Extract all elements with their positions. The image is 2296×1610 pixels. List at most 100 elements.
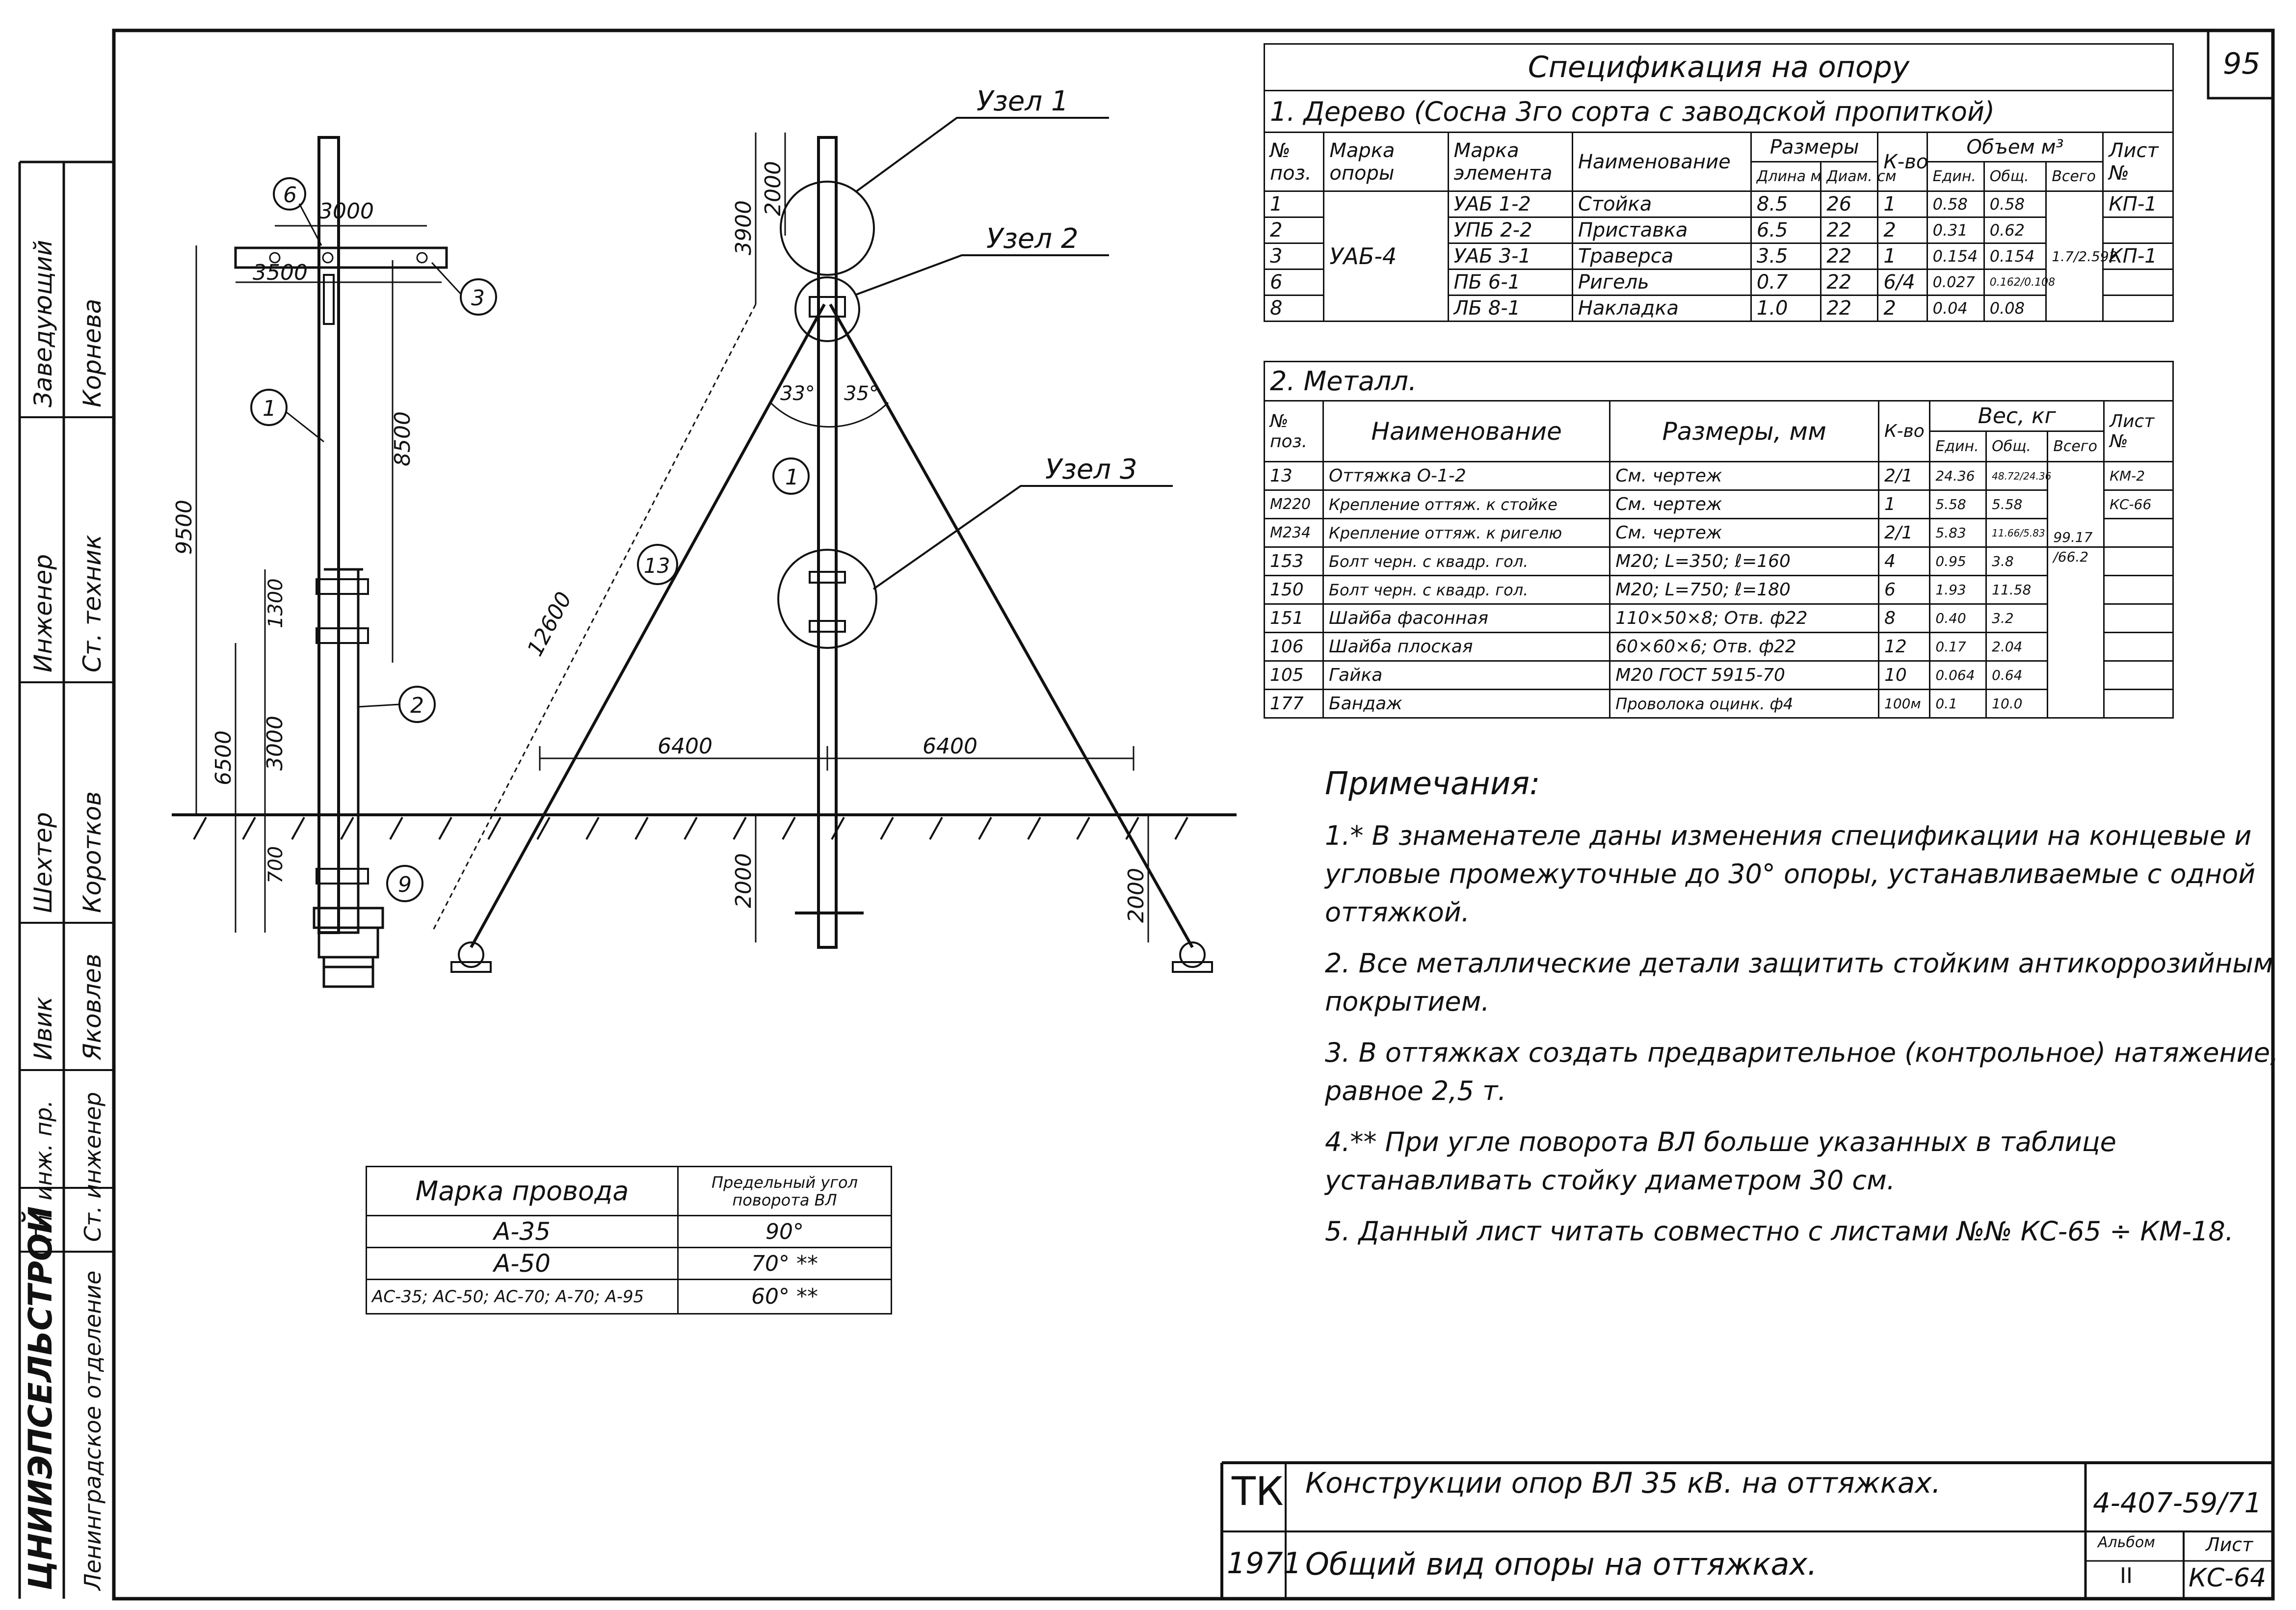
metal-r3-pos: 153 bbox=[1264, 546, 1324, 576]
wood-r4-unit: 0.04 bbox=[1926, 295, 1985, 322]
wood-r3-unit: 0.027 bbox=[1926, 268, 1985, 296]
wood-h-sizes: Размеры bbox=[1750, 132, 1879, 162]
stamp-name-shekhter: Шехтер bbox=[29, 812, 57, 913]
callout-pos-9: 9 bbox=[398, 872, 412, 897]
wood-r1-length: 6.5 bbox=[1750, 216, 1822, 244]
callout-front-pos-13: 13 bbox=[644, 554, 670, 578]
tb-tk: ТК bbox=[1232, 1469, 1284, 1514]
wood-r2-diam: 22 bbox=[1820, 242, 1879, 270]
dim-3000-top: 3000 bbox=[319, 199, 374, 224]
wood-r3-total: 0.162/0.108 bbox=[1983, 268, 2055, 296]
wood-r3-pos: 6 bbox=[1263, 268, 1325, 296]
spec-table: Спецификация на опору 1. Дерево (Сосна 3… bbox=[1263, 43, 2174, 322]
angle-left: 33° bbox=[780, 382, 815, 405]
metal-r4-unit: 1.93 bbox=[1929, 575, 1987, 605]
metal-r7-unit: 0.064 bbox=[1929, 660, 1987, 690]
metal-r6-unit: 0.17 bbox=[1929, 632, 1987, 662]
table-row: 2 УПБ 2-2 Приставка 6.5 22 2 0.31 0.62 bbox=[1263, 216, 2174, 244]
metal-r8-sizes: Проволока оцинк. ф4 bbox=[1609, 689, 1880, 719]
sheet-number-box bbox=[2207, 30, 2273, 100]
wood-r1-qty: 2 bbox=[1877, 216, 1928, 244]
metal-r5-name: Шайба фасонная bbox=[1322, 603, 1611, 633]
front-view: Узел 1 Узел 2 Узел 3 33° 35° 3900 2000 1… bbox=[431, 85, 1213, 973]
notes-block: Примечания: 1.* В знаменателе даны измен… bbox=[1325, 766, 2282, 1263]
stamp-name-korneva: Корнева bbox=[78, 299, 106, 407]
wood-h-element: Марка элемента bbox=[1447, 132, 1573, 192]
metal-r5-qty: 8 bbox=[1878, 603, 1931, 633]
wood-r4-pos: 8 bbox=[1263, 295, 1325, 322]
dim-3500: 3500 bbox=[253, 260, 308, 285]
table-row: 151 Шайба фасонная 110×50×8; Отв. ф22 8 … bbox=[1264, 603, 2174, 633]
wood-r1-unit: 0.31 bbox=[1926, 216, 1985, 244]
metal-r5-pos: 151 bbox=[1264, 603, 1324, 633]
stamp-name-korotkov: Коротков bbox=[78, 791, 106, 913]
callout-front-pos-1: 1 bbox=[785, 465, 799, 490]
wood-r4-element: ЛБ 8-1 bbox=[1447, 295, 1573, 322]
note-4: 4.** При угле поворота ВЛ больше указанн… bbox=[1325, 1127, 2116, 1196]
metal-r7-total: 0.64 bbox=[1985, 660, 2049, 690]
wood-r1-total: 0.62 bbox=[1983, 216, 2047, 244]
dim-1300: 1300 bbox=[264, 578, 287, 628]
dim-2000-right: 2000 bbox=[1124, 868, 1149, 923]
metal-r1-qty: 1 bbox=[1878, 489, 1931, 519]
dim-12600: 12600 bbox=[523, 588, 577, 661]
metal-r1-pos: М220 bbox=[1264, 489, 1324, 519]
wood-brand: УАБ-4 bbox=[1323, 190, 1449, 322]
metal-r4-qty: 6 bbox=[1878, 575, 1931, 605]
wire-r1-angle: 70° ** bbox=[677, 1247, 892, 1280]
node-3-label: Узел 3 bbox=[1045, 454, 1137, 485]
wood-r3-diam: 22 bbox=[1820, 268, 1879, 296]
tb-sheet-label: Лист bbox=[2206, 1534, 2253, 1556]
tb-code: 4-407-59/71 bbox=[2093, 1487, 2262, 1519]
tb-album-value: II bbox=[2120, 1563, 2133, 1588]
table-row: 3 УАБ 3-1 Траверса 3.5 22 1 0.154 0.154 … bbox=[1263, 242, 2174, 270]
metal-table: 2. Металл. № поз. Наименование Размеры, … bbox=[1264, 361, 2174, 719]
metal-r2-name: Крепление оттяж. к ригелю bbox=[1322, 518, 1611, 548]
wire-r2-brand: АС-35; АС-50; АС-70; А-70; А-95 bbox=[366, 1279, 679, 1315]
metal-r2-unit: 5.83 bbox=[1929, 518, 1987, 548]
metal-r6-pos: 106 bbox=[1264, 632, 1324, 662]
metal-r2-total: 11.66/5.83 bbox=[1985, 518, 2049, 548]
metal-r2-qty: 2/1 bbox=[1878, 518, 1931, 548]
title-block-frame bbox=[1220, 1461, 2273, 1599]
metal-r6-total: 2.04 bbox=[1985, 632, 2049, 662]
metal-r7-sizes: М20 ГОСТ 5915-70 bbox=[1609, 660, 1880, 690]
callout-pos-1: 1 bbox=[263, 396, 276, 421]
wood-r1-element: УПБ 2-2 bbox=[1447, 216, 1573, 244]
wood-r2-pos: 3 bbox=[1263, 242, 1325, 270]
wood-r3-qty: 6/4 bbox=[1877, 268, 1928, 296]
metal-r0-qty: 2/1 bbox=[1878, 461, 1931, 491]
metal-r7-pos: 105 bbox=[1264, 660, 1324, 690]
table-row: 106 Шайба плоская 60×60×6; Отв. ф22 12 0… bbox=[1264, 632, 2174, 662]
tb-year: 1971 bbox=[1227, 1546, 1302, 1581]
wood-h-all: Всего bbox=[2045, 161, 2104, 192]
metal-r8-total: 10.0 bbox=[1985, 689, 2049, 719]
wood-r4-sheet bbox=[2102, 295, 2174, 322]
metal-r8-qty: 100м bbox=[1878, 689, 1931, 719]
metal-r0-name: Оттяжка О-1-2 bbox=[1322, 461, 1611, 491]
wood-r2-element: УАБ 3-1 bbox=[1447, 242, 1573, 270]
stamp-signature-0: Ивик bbox=[29, 996, 57, 1060]
wood-r4-name: Накладка bbox=[1571, 295, 1752, 322]
table-row: АС-35; АС-50; АС-70; А-70; А-95 60° ** bbox=[366, 1279, 892, 1315]
wood-r1-diam: 22 bbox=[1820, 216, 1879, 244]
metal-r1-name: Крепление оттяж. к стойке bbox=[1322, 489, 1611, 519]
wood-r0-name: Стойка bbox=[1571, 190, 1752, 218]
metal-h-sizes: Размеры, мм bbox=[1609, 400, 1880, 462]
metal-r3-total: 3.8 bbox=[1985, 546, 2049, 576]
wood-r2-name: Траверса bbox=[1571, 242, 1752, 270]
table-row: А-50 70° ** bbox=[366, 1247, 892, 1280]
sheet-number: 95 bbox=[2223, 47, 2260, 81]
metal-r4-sizes: М20; L=750; ℓ=180 bbox=[1609, 575, 1880, 605]
metal-r4-total: 11.58 bbox=[1985, 575, 2049, 605]
wood-h-name: Наименование bbox=[1571, 132, 1752, 192]
dim-6400-right: 6400 bbox=[923, 734, 977, 759]
dim-2000-mid: 2000 bbox=[731, 853, 756, 908]
wood-r4-diam: 22 bbox=[1820, 295, 1879, 322]
wood-h-qty: К-во bbox=[1877, 132, 1928, 192]
table-row: 13 Оттяжка О-1-2 См. чертеж 2/1 24.36 48… bbox=[1264, 461, 2174, 548]
table-row: 1 УАБ-4 УАБ 1-2 Стойка 8.5 26 1 0.58 0.5… bbox=[1263, 190, 2174, 322]
wire-h-angle: Предельный угол поворота ВЛ bbox=[677, 1166, 892, 1216]
side-view: 3000 3500 8500 9500 1300 6500 3000 700 6… bbox=[172, 136, 497, 988]
